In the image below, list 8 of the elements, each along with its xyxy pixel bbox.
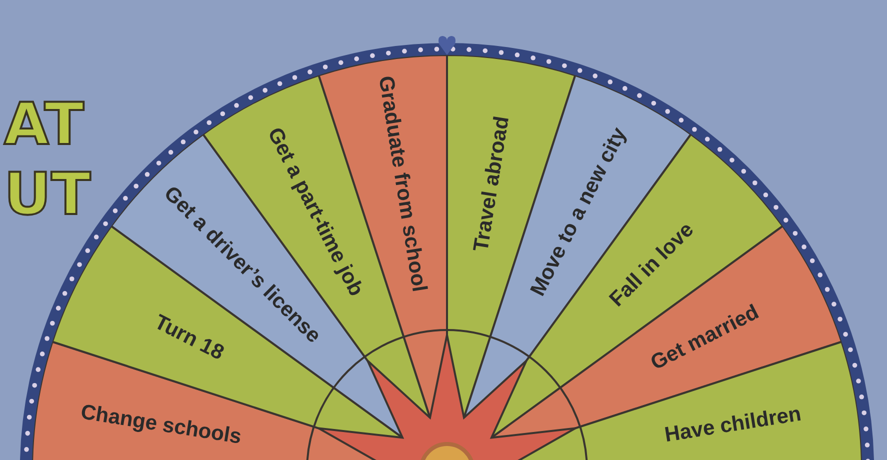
segment-label: Change schools (78, 400, 243, 450)
segment-label: Turn 18 (150, 310, 228, 366)
heading-text: UT (4, 165, 91, 223)
segment-label: Fall in love (605, 218, 698, 312)
segment-label: Graduate from school (372, 74, 431, 294)
segment-label: Travel abroad (470, 114, 515, 253)
segment-label: Have children (664, 402, 804, 448)
heading-text: AT (4, 95, 84, 153)
